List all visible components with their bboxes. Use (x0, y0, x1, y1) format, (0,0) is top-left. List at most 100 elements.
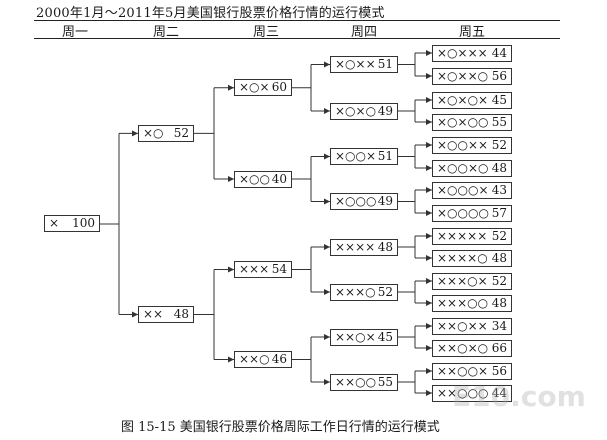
column-header-fri: 周五 (458, 25, 486, 40)
arrowhead-icon (324, 334, 330, 340)
node-value: 45 (491, 92, 507, 107)
node-value: 51 (377, 149, 393, 163)
node-sequence: ×○× (239, 80, 270, 95)
node-value: 52 (491, 137, 507, 152)
node-value: 48 (491, 160, 507, 175)
node-sequence: ×○○×○ (437, 160, 489, 175)
column-header-tue: 周二 (152, 25, 180, 40)
tree-node-day5: ××○×○66 (432, 339, 512, 357)
arrowhead-icon (132, 311, 138, 318)
node-value: 52 (491, 228, 507, 243)
tree-node-day5: ×○○××52 (432, 136, 512, 154)
node-sequence: ××○×○ (437, 340, 489, 355)
node-value: 52 (173, 125, 189, 140)
tree-node-day5: ×○×○×45 (432, 91, 512, 109)
node-sequence: ××○○○ (437, 385, 489, 400)
node-value: 40 (271, 171, 287, 186)
arrowhead-icon (132, 130, 138, 137)
node-sequence: ×××× (335, 239, 376, 254)
tree-node-day2: ××48 (138, 306, 194, 323)
node-sequence: ×××○ (335, 284, 376, 299)
node-sequence: ×○××× (437, 45, 488, 60)
tree-node-day5: ×××○×52 (432, 272, 512, 290)
tree-node-day5: ×○×○○55 (432, 113, 512, 131)
arrowhead-icon (228, 356, 234, 363)
arrowhead-icon (426, 187, 432, 193)
node-value: 57 (491, 205, 507, 220)
arrowhead-icon (426, 345, 432, 351)
tree-node-day3: ×××54 (234, 261, 292, 278)
arrowhead-icon (324, 153, 330, 160)
arrowhead-icon (426, 73, 432, 79)
arrowhead-icon (426, 50, 432, 56)
node-sequence: ×○○○ (335, 194, 377, 208)
tree-node-day5: ×○○○○57 (432, 204, 512, 222)
node-value: 55 (491, 114, 507, 129)
tree-node-day4: ×××○52 (330, 283, 398, 301)
tree-node-day5: ×××××52 (432, 227, 512, 245)
node-value: 52 (491, 273, 507, 288)
header-rule (34, 38, 560, 39)
arrowhead-icon (324, 198, 330, 205)
node-sequence: ××○○ (335, 374, 377, 389)
node-sequence: ×○○○× (437, 182, 489, 197)
node-value: 48 (491, 295, 507, 310)
column-header-thu: 周四 (350, 25, 378, 40)
arrowhead-icon (426, 210, 432, 216)
node-value: 48 (173, 307, 189, 321)
tree-node-day4: ×○○○49 (330, 193, 398, 210)
node-value: 66 (491, 340, 507, 355)
node-sequence: ×○×○× (437, 92, 489, 107)
tree-node-day5: ×○○○×43 (432, 181, 512, 199)
arrowhead-icon (426, 119, 432, 125)
arrowhead-icon (426, 278, 432, 284)
arrowhead-icon (426, 142, 432, 148)
node-sequence: ×○○× (335, 149, 377, 163)
node-sequence: ×○○ (239, 171, 270, 186)
tree-node-day3: ×○○40 (234, 170, 292, 188)
tree-node-day4: ×○××51 (330, 56, 398, 73)
arrowhead-icon (426, 323, 432, 329)
node-value: 45 (377, 329, 393, 344)
node-sequence: ×××○× (437, 273, 488, 288)
page-title: 2000年1月～2011年5月美国银行股票价格行情的运行模式 (36, 6, 385, 21)
node-value: 55 (377, 374, 393, 389)
node-value: 44 (491, 45, 507, 60)
node-sequence: ×○ (143, 125, 164, 140)
node-sequence: ××○ (239, 352, 270, 366)
column-header-mon: 周一 (61, 25, 89, 40)
node-value: 56 (491, 68, 507, 83)
node-value: 56 (491, 363, 507, 378)
node-sequence: ×○×× (335, 57, 376, 71)
arrowhead-icon (426, 300, 432, 306)
tree-node-day4: ×○○×51 (330, 148, 398, 165)
node-value: 100 (72, 216, 95, 231)
node-value: 54 (271, 262, 287, 276)
node-sequence: ××××○ (437, 250, 488, 265)
arrowhead-icon (228, 176, 234, 182)
node-value: 48 (377, 239, 393, 254)
node-sequence: ××× (239, 262, 270, 276)
tree-node-day4: ××○×45 (330, 328, 398, 346)
arrowhead-icon (324, 379, 330, 385)
tree-node-day5: ××○○○44 (432, 384, 512, 402)
node-sequence: ×○×○ (335, 103, 377, 118)
tree-node-day5: ×○×××44 (432, 44, 512, 62)
node-sequence: ××××× (437, 228, 488, 243)
column-header-wed: 周三 (252, 25, 280, 40)
node-sequence: ×○××○ (437, 68, 489, 83)
arrowhead-icon (324, 289, 330, 295)
node-value: 51 (377, 57, 393, 71)
tree-node-day3: ××○46 (234, 351, 292, 368)
tree-node-day5: ×○××○56 (432, 67, 512, 85)
node-sequence: ×××○○ (437, 295, 489, 310)
arrowhead-icon (228, 84, 234, 91)
arrowhead-icon (324, 244, 330, 250)
node-sequence: ×○×○○ (437, 114, 489, 129)
tree-node-day5: ×○○×○48 (432, 159, 512, 177)
node-sequence: ×○○×× (437, 137, 489, 152)
node-sequence: ××○○× (437, 363, 489, 378)
tree-node-day5: ×××○○48 (432, 294, 512, 312)
tree-node-day5: ××○○×56 (432, 362, 512, 380)
